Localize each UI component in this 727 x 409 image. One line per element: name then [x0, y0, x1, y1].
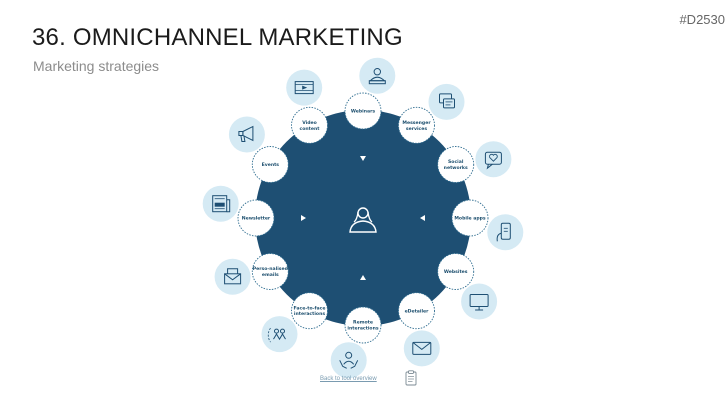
channel-node[interactable]: Websites [437, 253, 475, 290]
video-icon [286, 69, 323, 106]
webinar-icon [359, 57, 396, 94]
clipboard-icon[interactable] [405, 370, 417, 386]
megaphone-icon [228, 116, 265, 153]
channel-label: Webinars [351, 109, 376, 115]
channel-node[interactable]: Events [251, 146, 289, 183]
channel-node[interactable]: Mobile apps [451, 199, 489, 237]
meeting-icon [261, 316, 298, 353]
direction-arrow-icon [360, 275, 366, 280]
channel-node[interactable]: Webinars [344, 92, 382, 130]
page-title: 36. OMNICHANNEL MARKETING [32, 24, 403, 51]
channel-label: Newsletter [242, 216, 271, 222]
back-to-overview-link[interactable]: Back to tool overview [320, 376, 377, 382]
direction-arrow-icon [420, 215, 425, 221]
envelope-icon [403, 330, 440, 367]
channel-label: Websites [444, 269, 468, 275]
direction-arrow-icon [301, 215, 306, 221]
page-subtitle: Marketing strategies [33, 58, 160, 74]
mobile-app-icon [487, 214, 524, 251]
messenger-icon [428, 83, 465, 120]
monitor-icon [461, 283, 498, 320]
direction-arrow-icon [360, 156, 366, 161]
remote-interaction-icon [330, 342, 367, 379]
social-heart-icon [475, 141, 512, 178]
newspaper-icon [202, 185, 239, 222]
personal-email-icon [214, 258, 251, 295]
document-code: #D2530 [679, 12, 725, 27]
channel-label: eDetailer [405, 308, 430, 314]
channel-node[interactable]: eDetailer [398, 292, 435, 330]
channel-label: Mobile apps [454, 216, 486, 222]
channel-node[interactable]: Newsletter [237, 199, 275, 237]
channel-label: Events [262, 162, 280, 168]
person-icon [349, 207, 377, 233]
